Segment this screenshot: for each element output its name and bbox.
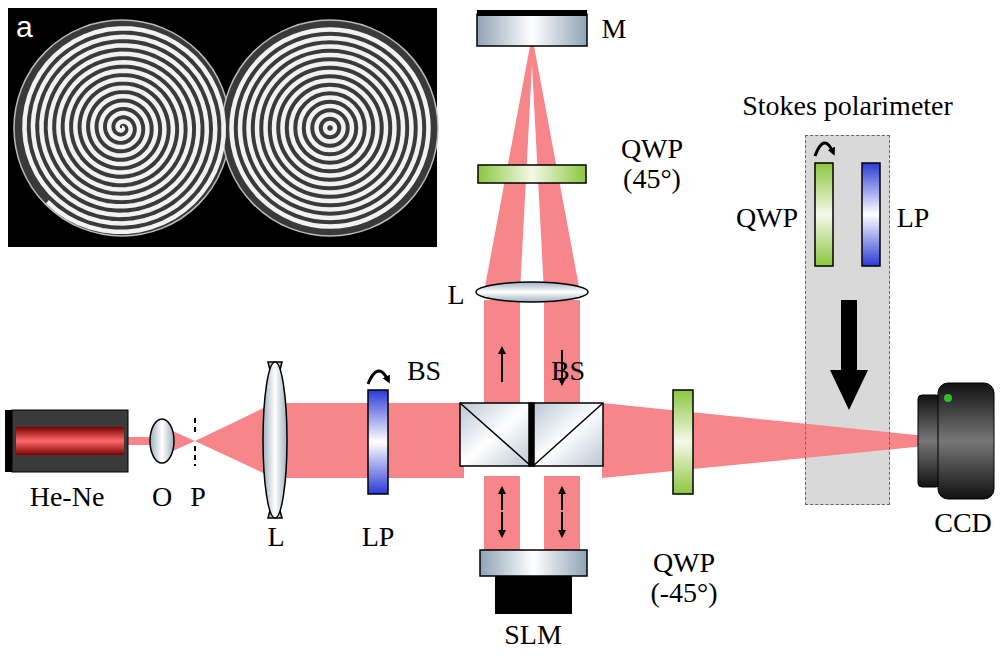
ccd-camera bbox=[918, 383, 994, 499]
component-label: L bbox=[267, 522, 284, 552]
component-label: QWP (45°) bbox=[607, 134, 697, 194]
component-label: L bbox=[447, 280, 464, 310]
objective-lens bbox=[150, 419, 174, 463]
component-label: BS bbox=[407, 356, 441, 386]
component-label: QWP (-45°) bbox=[636, 548, 732, 608]
node-title: a bbox=[16, 10, 33, 44]
rotation-arrow bbox=[368, 371, 388, 384]
mirror-back bbox=[477, 10, 587, 16]
quarter-wave-plate bbox=[815, 163, 833, 266]
pinhole bbox=[194, 418, 196, 466]
component-label: CCD bbox=[934, 508, 992, 538]
component-label: LP bbox=[362, 522, 395, 552]
quarter-wave-plate bbox=[673, 390, 693, 494]
slm-body bbox=[495, 576, 572, 614]
linear-polarizer bbox=[862, 163, 880, 266]
inset-panel: a bbox=[8, 8, 437, 247]
polarimeter-box: Stokes polarimeter bbox=[805, 135, 890, 505]
inset-panel bbox=[8, 8, 437, 247]
rotation-arrow bbox=[815, 143, 833, 156]
node-title: Stokes polarimeter bbox=[738, 90, 958, 122]
slm-panel bbox=[480, 550, 587, 576]
component-label: QWP bbox=[736, 203, 798, 233]
component-label: P bbox=[190, 482, 206, 512]
laser bbox=[5, 410, 128, 472]
component-label: He-Ne bbox=[30, 482, 105, 512]
linear-polarizer bbox=[368, 390, 388, 494]
component-label: BS bbox=[551, 356, 585, 386]
collimating-lens bbox=[263, 362, 287, 518]
component-label: LP bbox=[897, 203, 930, 233]
laser-beam bbox=[128, 46, 945, 550]
component-label: O bbox=[152, 482, 172, 512]
phase-masks bbox=[14, 20, 438, 236]
component-label: SLM bbox=[504, 620, 562, 650]
insert-arrow bbox=[830, 300, 868, 410]
component-label: M bbox=[602, 14, 627, 44]
focusing-lens bbox=[476, 282, 588, 302]
mirror bbox=[477, 14, 587, 46]
beam-splitters bbox=[460, 403, 603, 466]
quarter-wave-plate bbox=[478, 165, 586, 183]
